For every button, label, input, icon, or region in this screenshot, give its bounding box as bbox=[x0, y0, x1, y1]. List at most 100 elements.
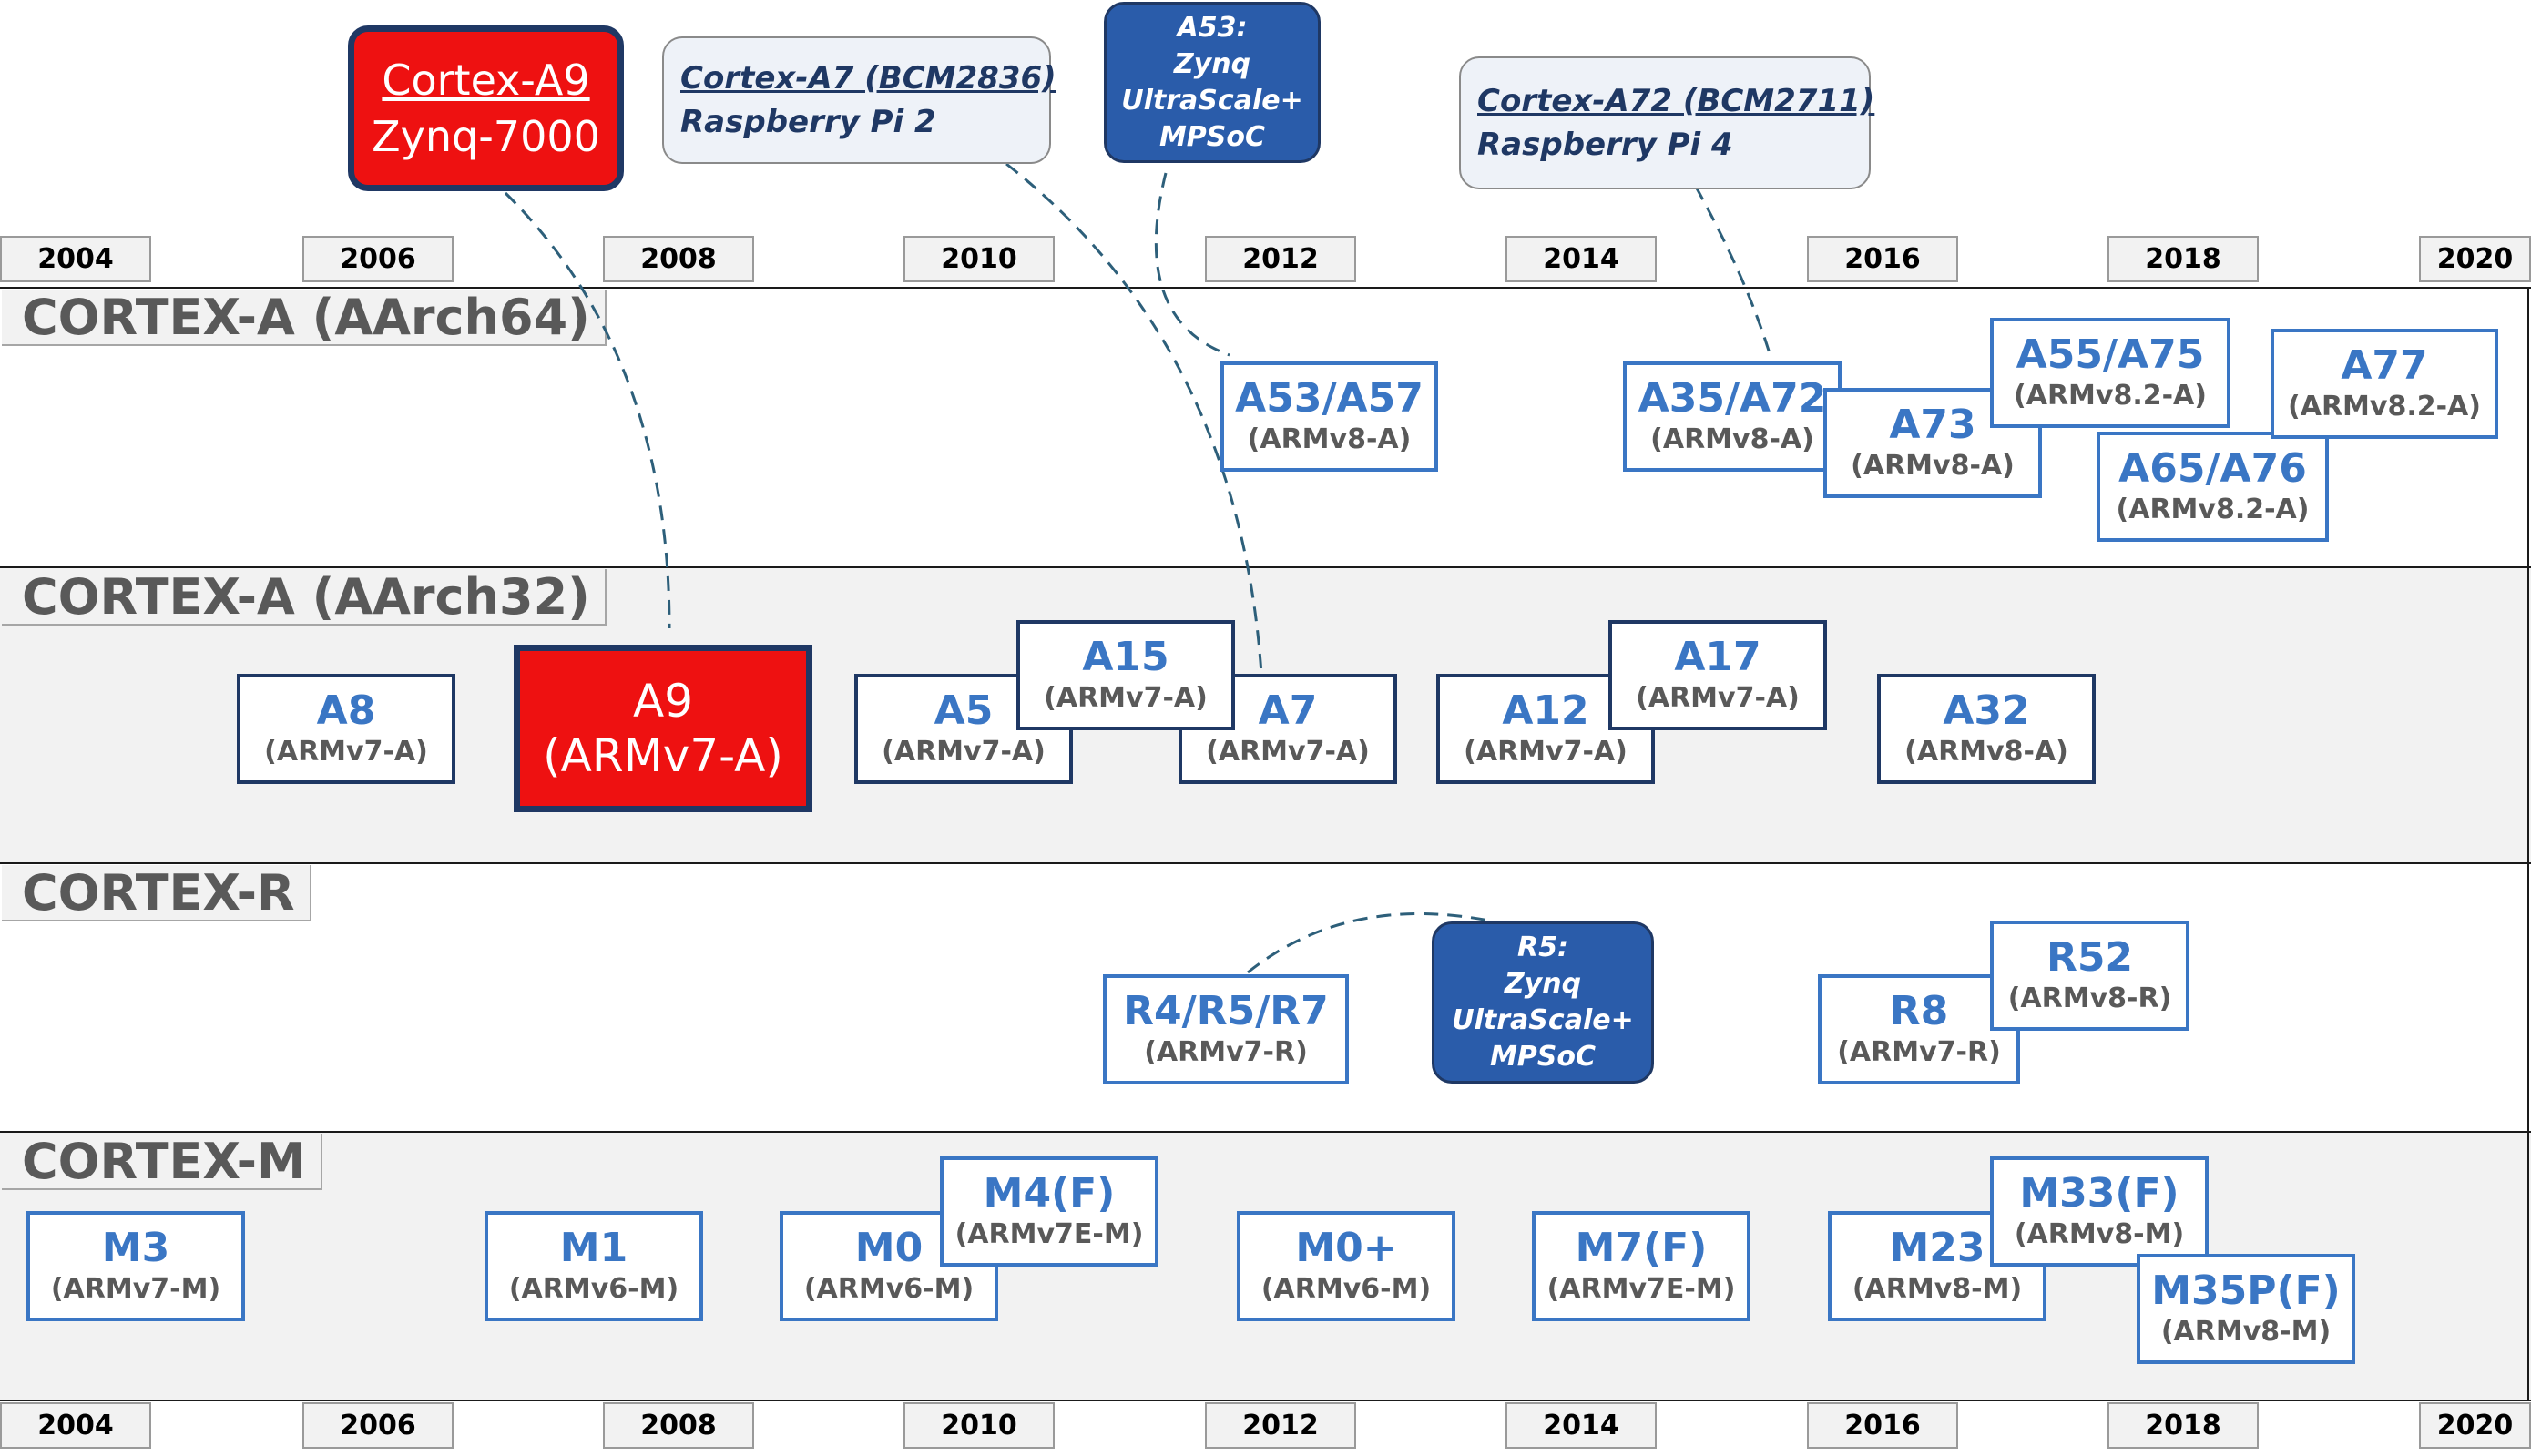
core-a17: A17 (ARMv7-A) bbox=[1608, 620, 1827, 730]
core-m7f: M7(F) (ARMv7E-M) bbox=[1532, 1211, 1750, 1321]
year-bottom-2012: 2012 bbox=[1205, 1402, 1356, 1449]
year-bottom-2004: 2004 bbox=[0, 1402, 151, 1449]
callout-r5-zynq-ultrascale: R5: Zynq UltraScale+ MPSoC bbox=[1432, 921, 1654, 1084]
callout-r5-line3: UltraScale+ bbox=[1452, 1004, 1634, 1036]
callout-a53-line4: MPSoC bbox=[1158, 120, 1266, 153]
core-name: M23 bbox=[1889, 1224, 1985, 1271]
callout-a72-product: Raspberry Pi 4 bbox=[1477, 127, 1733, 163]
callout-cortex-a9-zynq: Cortex-A9 Zynq-7000 bbox=[348, 25, 624, 191]
band-label-cortex-r: CORTEX-R bbox=[2, 865, 311, 921]
callout-a7-title: Cortex-A7 (BCM2836) bbox=[680, 60, 1056, 97]
core-arch: (ARMv7-A) bbox=[1636, 681, 1800, 714]
core-m0plus: M0+ (ARMv6-M) bbox=[1237, 1211, 1455, 1321]
callout-r5-line4: MPSoC bbox=[1489, 1041, 1597, 1073]
core-arch: (ARMv8.2-A) bbox=[2014, 379, 2207, 412]
core-name: A77 bbox=[2341, 341, 2428, 389]
year-bottom-2014: 2014 bbox=[1505, 1402, 1657, 1449]
core-arch: (ARMv7-A) bbox=[264, 735, 428, 768]
core-arch: (ARMv7-M) bbox=[50, 1272, 221, 1305]
core-arch: (ARMv8-A) bbox=[1851, 449, 2015, 482]
callout-a53-line3: UltraScale+ bbox=[1121, 84, 1303, 117]
year-bottom-2006: 2006 bbox=[302, 1402, 454, 1449]
core-arch: (ARMv8-M) bbox=[1852, 1272, 2023, 1305]
core-name: R52 bbox=[2046, 933, 2134, 981]
core-name: A12 bbox=[1502, 687, 1589, 734]
core-arch: (ARMv8.2-A) bbox=[2288, 390, 2481, 423]
core-arch: (ARMv7-A) bbox=[882, 735, 1046, 768]
core-arch: (ARMv7E-M) bbox=[954, 1217, 1144, 1250]
core-arch: (ARMv8-A) bbox=[1904, 735, 2068, 768]
core-arch: (ARMv6-M) bbox=[803, 1272, 975, 1305]
core-a15: A15 (ARMv7-A) bbox=[1016, 620, 1235, 730]
year-top-2018: 2018 bbox=[2107, 236, 2259, 282]
callout-cortex-a72-rpi4: Cortex-A72 (BCM2711) Raspberry Pi 4 bbox=[1459, 56, 1875, 189]
core-arch: (ARMv6-M) bbox=[508, 1272, 679, 1305]
callout-a53-line2: Zynq bbox=[1173, 47, 1251, 80]
core-a8: A8 (ARMv7-A) bbox=[237, 674, 455, 784]
callout-a9-title: Cortex-A9 bbox=[382, 56, 590, 105]
callout-a72-title: Cortex-A72 (BCM2711) bbox=[1477, 83, 1875, 119]
year-top-2004: 2004 bbox=[0, 236, 151, 282]
band-label-cortex-a-aarch32: CORTEX-A (AArch32) bbox=[2, 569, 607, 626]
timeline-right-edge bbox=[2527, 287, 2529, 1401]
year-top-2016: 2016 bbox=[1807, 236, 1958, 282]
year-top-2006: 2006 bbox=[302, 236, 454, 282]
core-r8: R8 (ARMv7-R) bbox=[1818, 974, 2020, 1084]
core-name: A35/A72 bbox=[1638, 374, 1827, 422]
core-name: R4/R5/R7 bbox=[1123, 987, 1329, 1034]
year-bottom-2020: 2020 bbox=[2419, 1402, 2531, 1449]
year-top-2020: 2020 bbox=[2419, 236, 2531, 282]
core-name: A73 bbox=[1889, 401, 1976, 448]
core-a65-a76: A65/A76 (ARMv8.2-A) bbox=[2097, 432, 2329, 542]
core-name: A8 bbox=[316, 687, 376, 734]
year-top-2014: 2014 bbox=[1505, 236, 1657, 282]
core-r4-r5-r7: R4/R5/R7 (ARMv7-R) bbox=[1103, 974, 1349, 1084]
core-name: A15 bbox=[1082, 633, 1169, 680]
core-arch: (ARMv8-A) bbox=[1650, 423, 1814, 455]
core-m35pf: M35P(F) (ARMv8-M) bbox=[2137, 1254, 2355, 1364]
year-top-2012: 2012 bbox=[1205, 236, 1356, 282]
core-name: M0+ bbox=[1295, 1224, 1397, 1271]
core-arch: (ARMv7-R) bbox=[1837, 1035, 2001, 1068]
core-arch: (ARMv8.2-A) bbox=[2116, 493, 2310, 525]
year-bottom-2010: 2010 bbox=[903, 1402, 1055, 1449]
core-name: M1 bbox=[559, 1224, 628, 1271]
core-name: M4(F) bbox=[983, 1169, 1116, 1217]
callout-cortex-a7-rpi2: Cortex-A7 (BCM2836) Raspberry Pi 2 bbox=[662, 36, 1056, 164]
core-name: M33(F) bbox=[2019, 1169, 2179, 1217]
callout-a9-product: Zynq-7000 bbox=[372, 112, 600, 161]
core-name: A5 bbox=[934, 687, 994, 734]
core-a9: A9 (ARMv7-A) bbox=[514, 645, 812, 812]
callout-a7-product: Raspberry Pi 2 bbox=[680, 104, 936, 140]
callout-a53-title: A53: bbox=[1177, 11, 1248, 44]
year-bottom-2018: 2018 bbox=[2107, 1402, 2259, 1449]
core-a77: A77 (ARMv8.2-A) bbox=[2271, 329, 2498, 439]
core-r52: R52 (ARMv8-R) bbox=[1990, 921, 2189, 1031]
core-arch: (ARMv7-A) bbox=[1206, 735, 1370, 768]
year-bottom-2008: 2008 bbox=[603, 1402, 754, 1449]
core-a55-a75: A55/A75 (ARMv8.2-A) bbox=[1990, 318, 2230, 428]
core-arch: (ARMv8-M) bbox=[2014, 1217, 2185, 1250]
callout-a53-zynq-ultrascale: A53: Zynq UltraScale+ MPSoC bbox=[1104, 2, 1321, 163]
core-name: M7(F) bbox=[1575, 1224, 1708, 1271]
core-name: A32 bbox=[1943, 687, 2030, 734]
core-a53-a57: A53/A57 (ARMv8-A) bbox=[1220, 361, 1438, 472]
callout-r5-title: R5: bbox=[1517, 932, 1568, 963]
core-name: A53/A57 bbox=[1235, 374, 1424, 422]
core-arch: (ARMv8-M) bbox=[2160, 1315, 2332, 1348]
year-top-2010: 2010 bbox=[903, 236, 1055, 282]
core-name: A7 bbox=[1258, 687, 1318, 734]
core-m3: M3 (ARMv7-M) bbox=[26, 1211, 245, 1321]
core-arch: (ARMv6-M) bbox=[1260, 1272, 1432, 1305]
core-arch: (ARMv8-A) bbox=[1247, 423, 1412, 455]
core-arch: (ARMv7-A) bbox=[543, 729, 783, 782]
core-name: M3 bbox=[101, 1224, 170, 1271]
core-name: A17 bbox=[1674, 633, 1761, 680]
core-m33f: M33(F) (ARMv8-M) bbox=[1990, 1156, 2209, 1267]
year-top-2008: 2008 bbox=[603, 236, 754, 282]
band-label-cortex-m: CORTEX-M bbox=[2, 1134, 322, 1190]
core-m4f: M4(F) (ARMv7E-M) bbox=[940, 1156, 1158, 1267]
core-arch: (ARMv7E-M) bbox=[1546, 1272, 1736, 1305]
core-arch: (ARMv8-R) bbox=[2007, 982, 2172, 1014]
core-name: R8 bbox=[1889, 987, 1949, 1034]
